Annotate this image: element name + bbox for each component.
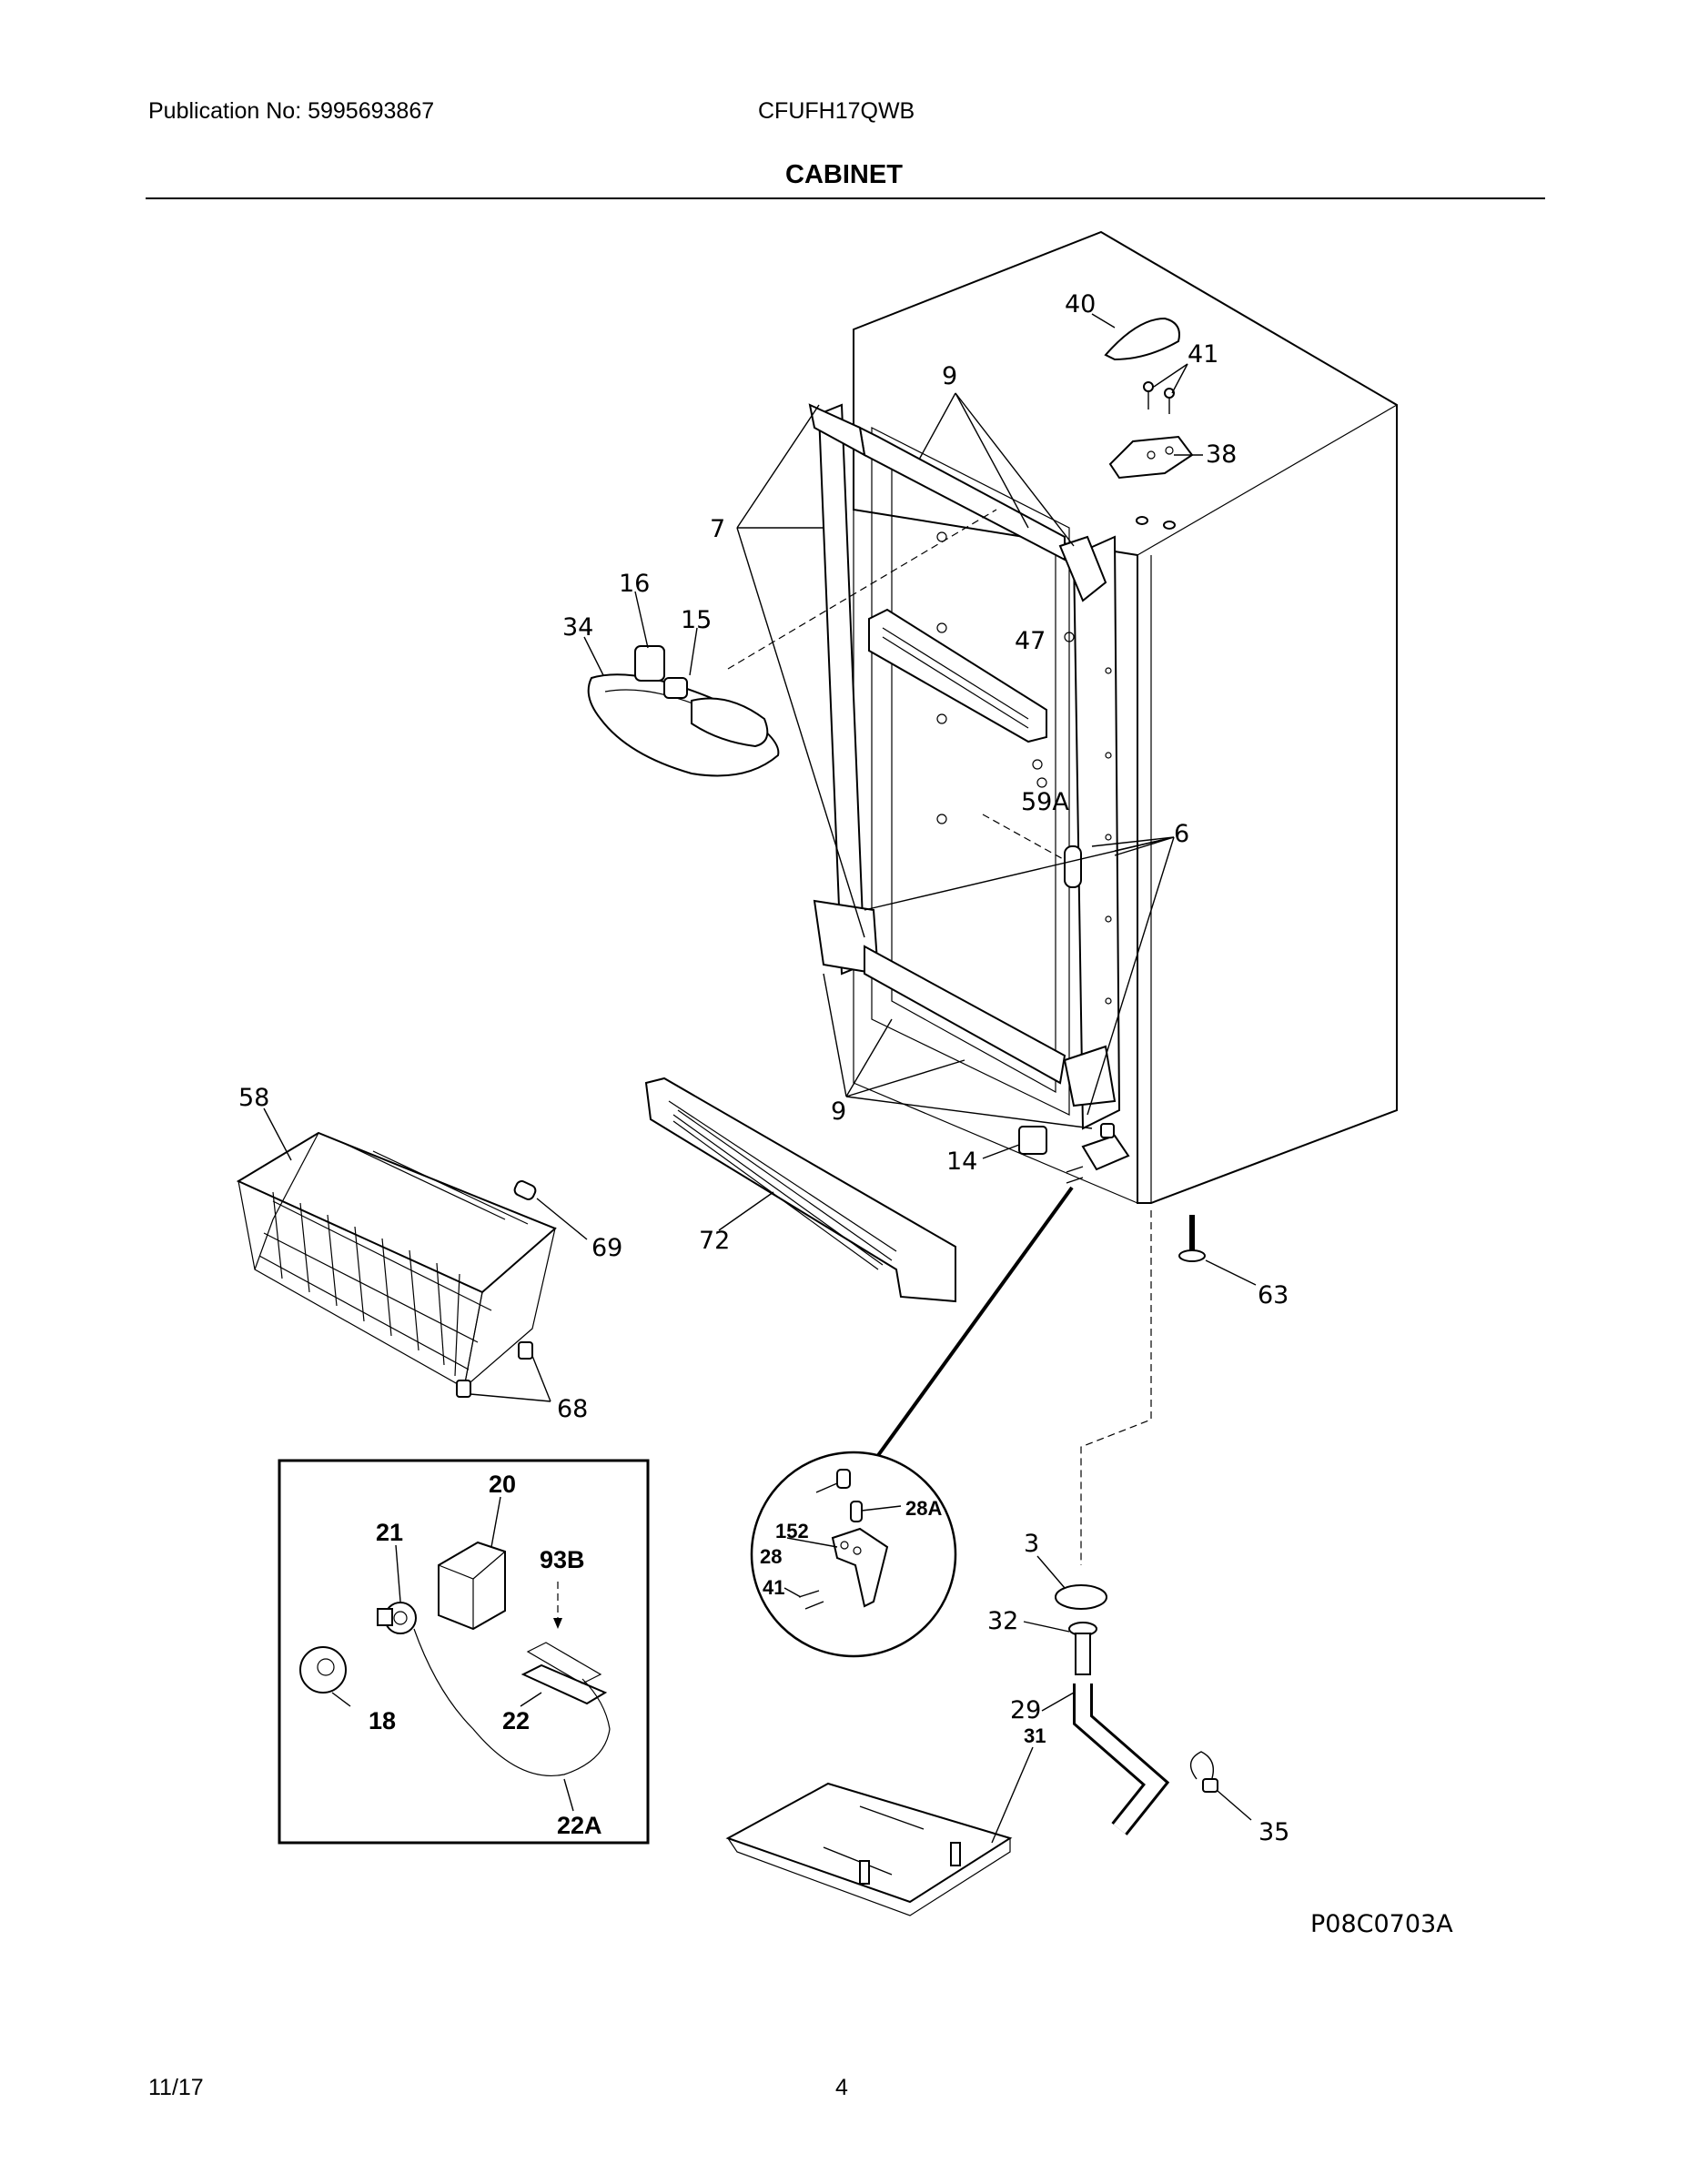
- callout-35: 35: [1258, 1818, 1289, 1846]
- callout-68: 68: [557, 1395, 588, 1423]
- callout-21: 21: [376, 1519, 403, 1546]
- cabinet-body: [853, 230, 1398, 1204]
- part-18-knob: [299, 1646, 347, 1694]
- callout-41-top: 41: [1188, 340, 1218, 369]
- control-inset-box: [278, 1459, 650, 1845]
- callout-7: 7: [710, 515, 725, 543]
- page-number: 4: [835, 2075, 848, 2100]
- callout-9-top: 9: [942, 362, 957, 390]
- callout-31: 31: [1024, 1724, 1046, 1747]
- part-31-drain-pan: [725, 1782, 1013, 1916]
- callout-93b: 93B: [540, 1546, 585, 1573]
- footer-date: 11/17: [148, 2075, 204, 2100]
- part-40-hinge-cover: [1104, 317, 1180, 361]
- breaker-trim: [808, 403, 1121, 1130]
- part-63-leveling-leg: [1178, 1215, 1206, 1262]
- callout-22a: 22A: [557, 1812, 602, 1839]
- callout-59a: 59A: [1021, 788, 1069, 816]
- bottom-hinge-mount: [1066, 1123, 1130, 1184]
- part-22a-capillary: [413, 1628, 611, 1776]
- callout-40: 40: [1065, 290, 1096, 318]
- part-38-top-hinge: [1108, 435, 1194, 530]
- callout-72: 72: [699, 1227, 730, 1255]
- callout-16: 16: [619, 570, 650, 598]
- callout-20: 20: [489, 1471, 516, 1498]
- diagram-code: P08C0703A: [1310, 1910, 1453, 1938]
- callout-32: 32: [987, 1607, 1018, 1635]
- model-number: CFUFH17QWB: [758, 98, 915, 124]
- section-title: CABINET: [785, 160, 903, 189]
- callout-28: 28: [760, 1545, 782, 1568]
- callout-18: 18: [369, 1707, 396, 1734]
- publication-number: Publication No: 5995693867: [148, 98, 435, 124]
- callout-14: 14: [946, 1148, 977, 1176]
- part-32-drain-tube: [1068, 1622, 1097, 1675]
- callout-9-bottom: 9: [831, 1097, 846, 1126]
- leader-lines: [263, 313, 1257, 1844]
- part-93b-arrow: [553, 1582, 562, 1629]
- part-59a-strike: [1064, 845, 1082, 888]
- callout-22: 22: [502, 1707, 530, 1734]
- part-41-screws-top: [1143, 381, 1175, 414]
- hinge-detail-circle: [750, 1451, 957, 1658]
- part-72-kick-plate: [644, 1077, 956, 1303]
- callout-6: 6: [1174, 820, 1189, 848]
- callout-41-detail: 41: [763, 1576, 784, 1599]
- callout-47: 47: [1015, 627, 1046, 655]
- part-29-drain-hose: [1073, 1684, 1170, 1835]
- callout-69: 69: [591, 1234, 622, 1262]
- part-21-thermostat: [377, 1602, 417, 1634]
- part-68-basket-clips: [456, 1341, 533, 1398]
- part-3-cap: [1055, 1584, 1107, 1610]
- callout-38: 38: [1206, 440, 1237, 469]
- part-58-basket: [236, 1131, 557, 1390]
- part-16-socket: [634, 645, 688, 699]
- part-35-clip: [1189, 1751, 1218, 1793]
- part-14-switch: [1018, 1126, 1047, 1155]
- part-69-spacer: [513, 1180, 537, 1200]
- part-47-shelf: [868, 608, 1047, 743]
- callout-3: 3: [1024, 1530, 1039, 1558]
- callout-34: 34: [562, 613, 593, 642]
- callout-63: 63: [1258, 1281, 1289, 1309]
- callout-58: 58: [238, 1084, 269, 1112]
- part-20-control-cover: [438, 1541, 506, 1631]
- part-22-sensor: [521, 1642, 611, 1730]
- callout-29: 29: [1010, 1696, 1041, 1724]
- header-rule: [146, 197, 1545, 199]
- callout-28a: 28A: [905, 1497, 942, 1520]
- part-15-bulb: [691, 697, 769, 748]
- callout-15: 15: [681, 606, 712, 634]
- callout-152: 152: [775, 1520, 809, 1542]
